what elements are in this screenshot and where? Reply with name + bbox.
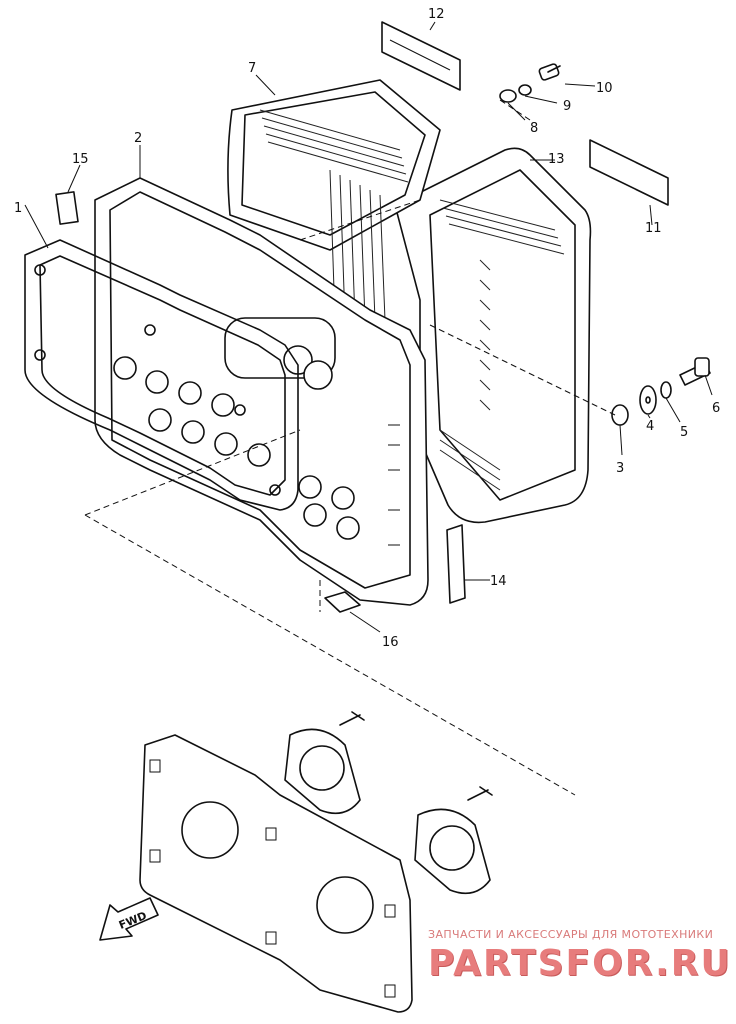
port-holes <box>113 356 360 540</box>
part-15-plate <box>55 191 79 225</box>
alignment-lines <box>84 99 616 796</box>
part-5-washer <box>660 381 672 399</box>
part-13-rear-housing <box>394 147 592 524</box>
label-14: 14 <box>490 574 507 589</box>
label-1: 1 <box>14 201 22 216</box>
part-10-screw <box>538 63 561 81</box>
part-12-label <box>381 21 461 91</box>
label-13: 13 <box>548 152 565 167</box>
watermark-logo: PARTSFOR.RU <box>428 943 732 984</box>
label-7: 7 <box>248 61 256 76</box>
label-9: 9 <box>563 99 571 114</box>
part-6-screw <box>679 357 711 386</box>
label-2: 2 <box>134 131 142 146</box>
part-7-front-housing <box>227 79 441 321</box>
part-number-labels: 1 2 3 4 5 6 7 8 9 10 11 12 13 14 15 16 <box>14 7 720 650</box>
part-2-main-body <box>94 177 429 606</box>
label-5: 5 <box>680 425 688 440</box>
label-12: 12 <box>428 7 445 22</box>
label-10: 10 <box>596 81 613 96</box>
part-4-washer <box>639 385 657 415</box>
lower-plate-assembly <box>139 711 493 1013</box>
part-11-label <box>589 139 669 206</box>
part-8-washer <box>499 89 517 103</box>
label-3: 3 <box>616 461 624 476</box>
part-16-block <box>324 591 361 613</box>
label-11: 11 <box>645 221 662 236</box>
part-9-washer <box>518 84 532 96</box>
label-8: 8 <box>530 121 538 136</box>
label-15: 15 <box>72 152 89 167</box>
label-16: 16 <box>382 635 399 650</box>
label-6: 6 <box>712 401 720 416</box>
fwd-arrow: FWD <box>99 897 159 941</box>
watermark-tagline: ЗАПЧАСТИ И АКСЕССУАРЫ ДЛЯ МОТОТЕХНИКИ <box>428 928 714 941</box>
label-4: 4 <box>646 419 654 434</box>
bore-cylinders <box>224 317 336 390</box>
leader-lines <box>24 21 713 633</box>
part-14-clip <box>446 524 466 604</box>
part-1-gasket <box>24 239 299 511</box>
